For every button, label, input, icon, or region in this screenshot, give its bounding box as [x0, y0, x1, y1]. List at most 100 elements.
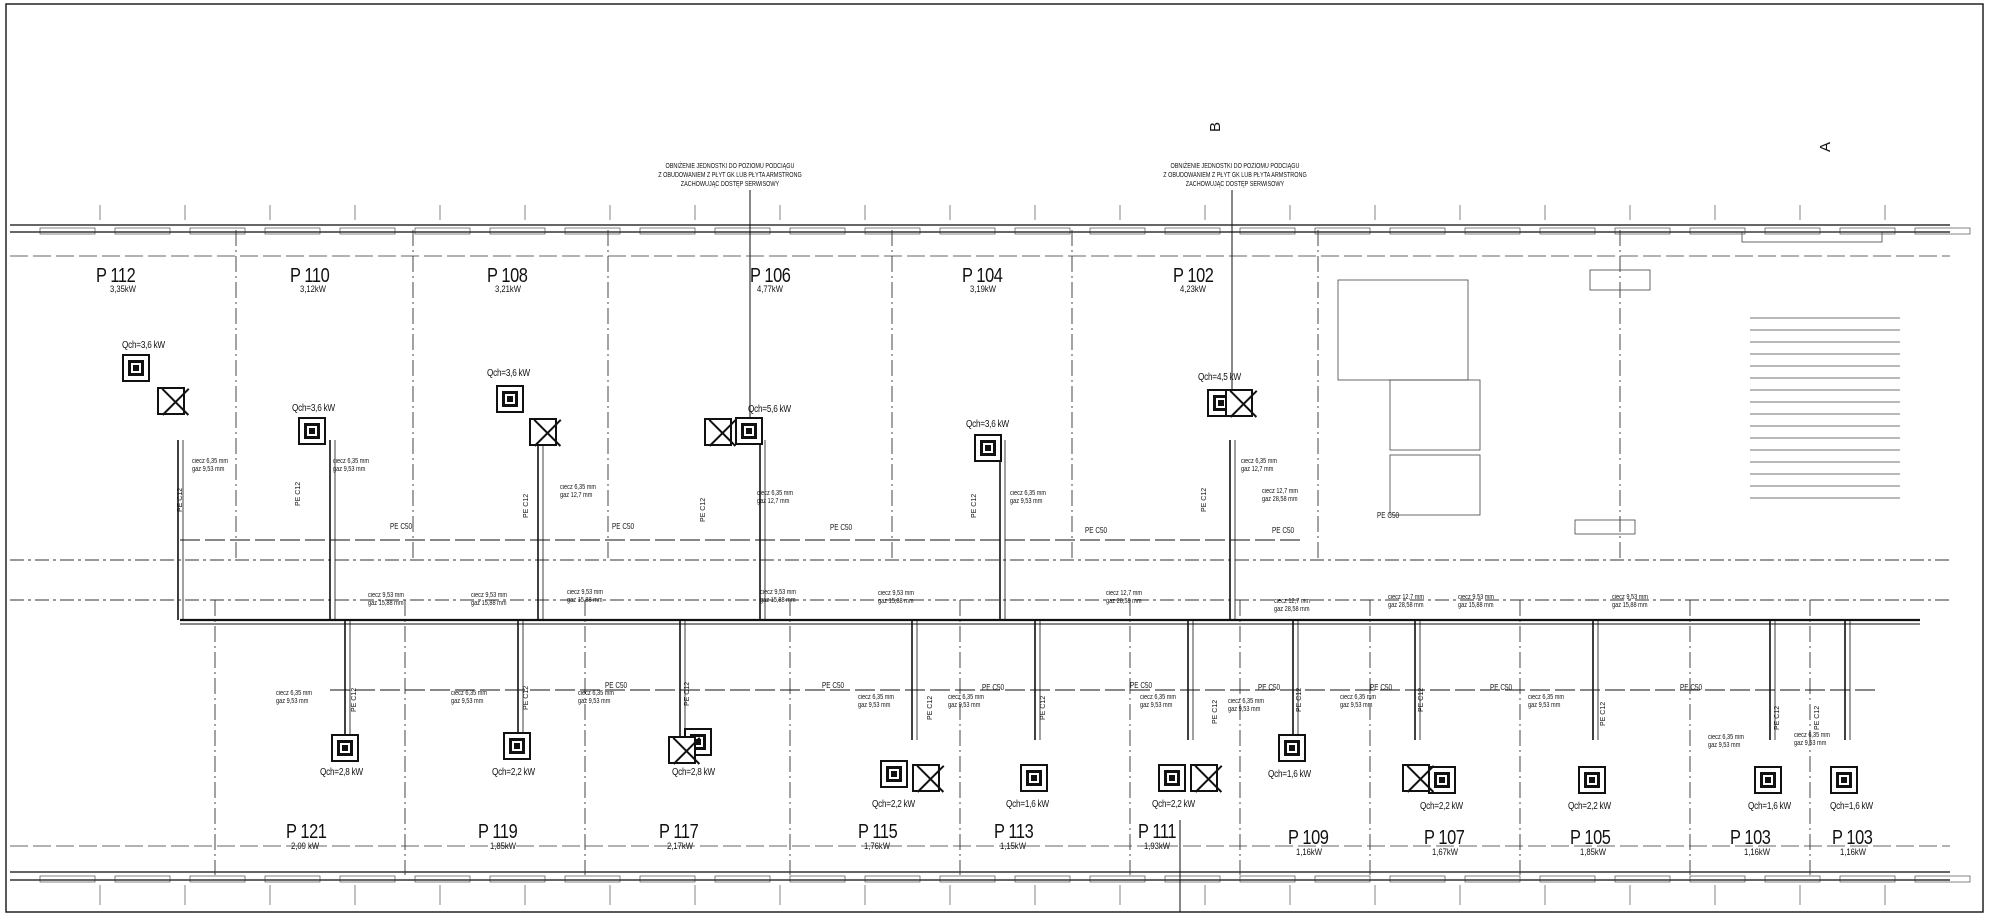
unit-capacity: Qch=3,6 kW — [487, 368, 530, 379]
condensate-box-icon — [668, 736, 696, 764]
legend-box — [1574, 519, 1636, 535]
window-frame — [1689, 227, 1746, 235]
room-power: 3,12kW — [300, 284, 326, 294]
insulation-label: PE C50 — [1085, 526, 1108, 535]
window-frame — [264, 227, 321, 235]
window-frame — [264, 875, 321, 883]
legend-box — [1589, 269, 1651, 291]
unit-capacity: Qch=1,6 kW — [1006, 799, 1049, 810]
room-power: 2,09 kW — [291, 841, 320, 851]
window-frame — [1089, 875, 1146, 883]
window-frame — [1089, 227, 1146, 235]
unit-capacity: Qch=2,8 kW — [672, 767, 715, 778]
pipe-insulation-label: PE C12 — [927, 695, 934, 720]
pipe-insulation-label: PE C12 — [1774, 705, 1781, 730]
window-frame — [1239, 227, 1296, 235]
unit-capacity: Qch=1,6 kW — [1830, 801, 1873, 812]
room-power: 1,85kW — [490, 841, 516, 851]
window-frame — [1164, 875, 1221, 883]
indoor-unit-icon — [1020, 764, 1048, 792]
window-frame — [1389, 875, 1446, 883]
insulation-label: PE C50 — [605, 681, 628, 690]
indoor-unit-icon — [503, 732, 531, 760]
window-frame — [1839, 227, 1896, 235]
pipe-insulation-label: PE C12 — [1418, 687, 1425, 712]
pipe-insulation-label: PE C12 — [971, 493, 978, 518]
window-frame — [1764, 875, 1821, 883]
indoor-unit-icon — [1158, 764, 1186, 792]
indoor-unit-icon — [496, 385, 524, 413]
unit-capacity: Qch=3,6 kW — [122, 340, 165, 351]
window-frame — [1314, 875, 1371, 883]
insulation-label: PE C50 — [1490, 683, 1513, 692]
insulation-label: PE C50 — [830, 523, 853, 532]
room-power: 4,23kW — [1180, 284, 1206, 294]
window-frame — [714, 875, 771, 883]
room-power: 1,16kW — [1840, 847, 1866, 857]
condensate-box-icon — [1225, 389, 1253, 417]
pipe-insulation-label: PE C12 — [295, 481, 302, 506]
pipe-insulation-label: PE C12 — [1040, 695, 1047, 720]
condensate-box-icon — [704, 418, 732, 446]
section-mark-b: B — [1207, 121, 1224, 132]
window-frame — [1314, 227, 1371, 235]
window-frame — [789, 875, 846, 883]
note-line: Z OBUDOWANIEM Z PŁYT GK LUB PŁYTA ARMSTR… — [658, 172, 802, 179]
window-frame — [639, 875, 696, 883]
pipe-insulation-label: PE C12 — [1814, 705, 1821, 730]
window-frame — [1539, 875, 1596, 883]
window-frame — [39, 875, 96, 883]
window-frame — [639, 227, 696, 235]
window-frame — [1239, 875, 1296, 883]
condensate-box-icon — [157, 387, 185, 415]
pipe-insulation-label: PE C12 — [1600, 701, 1607, 726]
legend-box — [1741, 231, 1883, 243]
room-power: 1,85kW — [1580, 847, 1606, 857]
room-name: P 112 — [96, 265, 136, 287]
room-name: P 102 — [1173, 265, 1214, 287]
window-frame — [1539, 227, 1596, 235]
unit-capacity: Qch=1,6 kW — [1748, 801, 1791, 812]
insulation-label: PE C50 — [822, 681, 845, 690]
room-power: 3,21kW — [495, 284, 521, 294]
unit-capacity: Qch=2,2 kW — [1568, 801, 1611, 812]
indoor-unit-icon — [880, 760, 908, 788]
room-name: P 109 — [1288, 827, 1329, 849]
pipe-insulation-label: PE C12 — [177, 487, 184, 512]
room-power: 3,35kW — [110, 284, 136, 294]
installation-note: OBNIŻENIE JEDNOSTKI DO POZIOMU PODCIĄGU … — [1141, 162, 1328, 189]
pipe-insulation-label: PE C12 — [700, 497, 707, 522]
room-name: P 104 — [962, 265, 1003, 287]
insulation-label: PE C50 — [1130, 681, 1153, 690]
window-frame — [39, 227, 96, 235]
indoor-unit-icon — [298, 417, 326, 445]
unit-capacity: Qch=2,2 kW — [492, 767, 535, 778]
window-frame — [414, 227, 471, 235]
indoor-unit-icon — [331, 734, 359, 762]
window-frame — [189, 227, 246, 235]
unit-capacity: Qch=3,6 kW — [292, 403, 335, 414]
room-name: P 103 — [1832, 827, 1873, 849]
window-frame — [864, 227, 921, 235]
room-name: P 117 — [659, 821, 699, 843]
unit-capacity: Qch=2,2 kW — [872, 799, 915, 810]
note-line: OBNIŻENIE JEDNOSTKI DO POZIOMU PODCIĄGU — [1170, 163, 1300, 170]
window-frame — [114, 875, 171, 883]
insulation-label: PE C50 — [1272, 526, 1295, 535]
insulation-label: PE C50 — [612, 522, 635, 531]
room-name: P 115 — [858, 821, 898, 843]
insulation-label: PE C50 — [982, 683, 1005, 692]
